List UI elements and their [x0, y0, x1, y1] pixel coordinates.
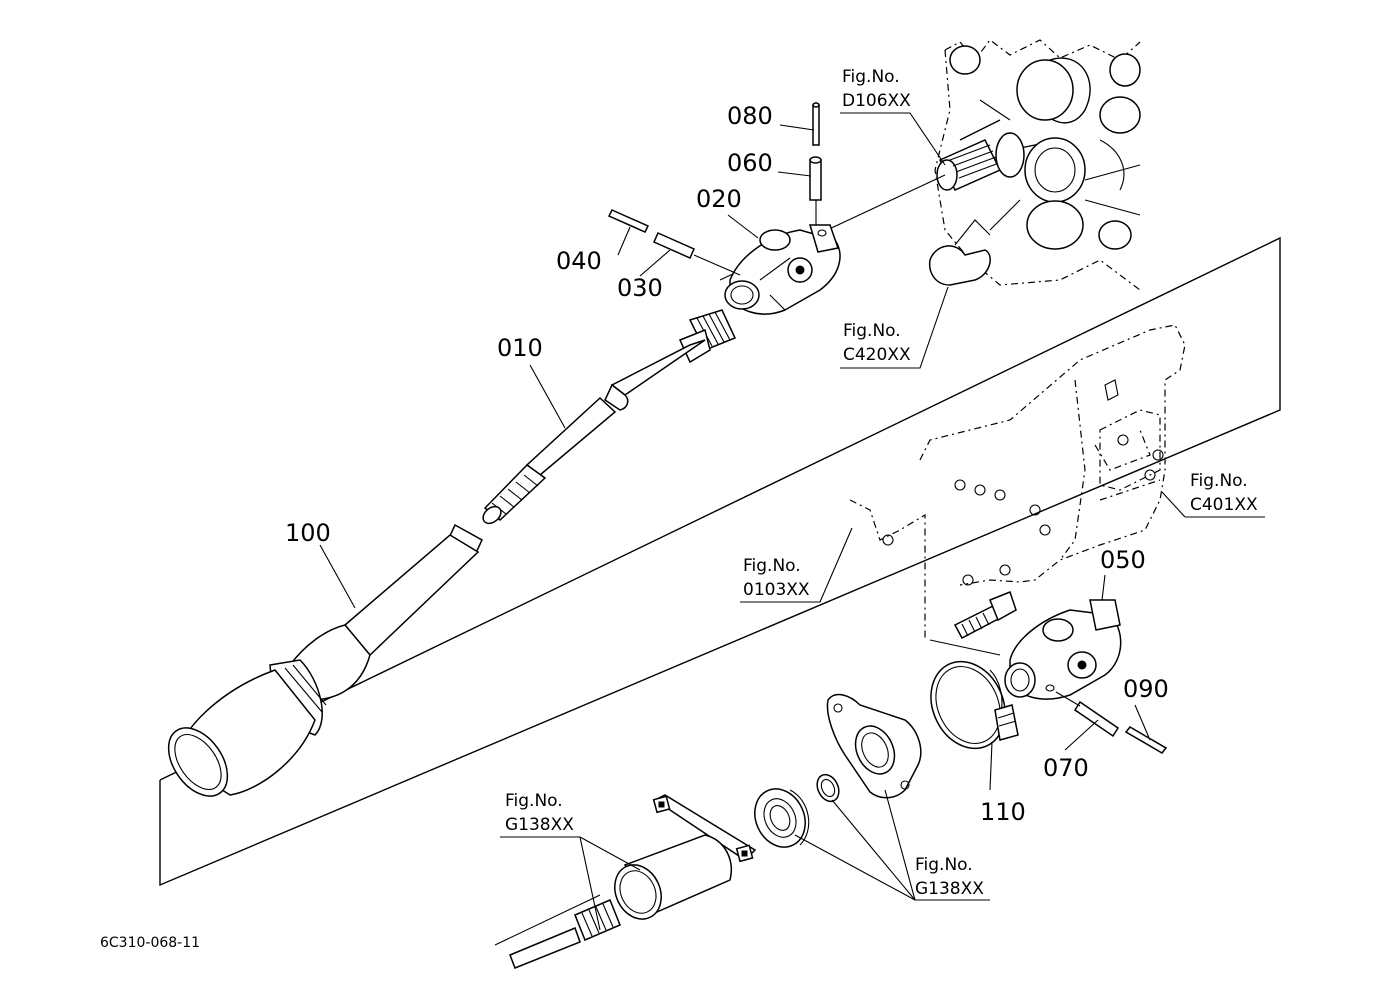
- pin-080-drawing: [812, 102, 820, 146]
- fig-ref-c420-code: C420XX: [843, 345, 911, 365]
- fig-ref-c401: Fig.No. C401XX: [1190, 471, 1258, 515]
- fig-ref-g138-left-prefix: Fig.No.: [505, 791, 563, 811]
- part-label-030: 030: [617, 274, 663, 302]
- fig-ref-c401-prefix: Fig.No.: [1190, 471, 1248, 491]
- part-label-100: 100: [285, 519, 331, 547]
- fig-ref-d106: Fig.No. D106XX: [842, 67, 911, 111]
- shaft-010-drawing: [482, 309, 737, 525]
- part-label-050: 050: [1100, 546, 1146, 574]
- fig-ref-c420-prefix: Fig.No.: [843, 321, 901, 341]
- part-label-010: 010: [497, 334, 543, 362]
- bolt-drawing: [953, 591, 1017, 640]
- part-label-020: 020: [696, 185, 742, 213]
- cover-drawing: [614, 834, 732, 920]
- part-number-labels: 080 060 020 040 030 010 100 050 090 070 …: [285, 102, 1169, 826]
- pin-alignment-line-left: [693, 254, 741, 276]
- part-label-090: 090: [1123, 675, 1169, 703]
- document-id: 6C310-068-11: [100, 935, 200, 951]
- part-label-080: 080: [727, 102, 773, 130]
- tube-100-drawing: [167, 523, 483, 797]
- hose-clamp-110-drawing: [930, 660, 1019, 750]
- pin-060-drawing: [809, 156, 822, 201]
- pin-alignment-line-right: [1055, 691, 1081, 707]
- fig-ref-g138-right-prefix: Fig.No.: [915, 855, 973, 875]
- fig-ref-d106-code: D106XX: [842, 91, 911, 111]
- part-label-110: 110: [980, 798, 1026, 826]
- fig-ref-d106-prefix: Fig.No.: [842, 67, 900, 87]
- fig-ref-c401-code: C401XX: [1190, 495, 1258, 515]
- fig-ref-0103: Fig.No. 0103XX: [743, 556, 810, 600]
- part-label-070: 070: [1043, 754, 1089, 782]
- fig-ref-g138-left: Fig.No. G138XX: [505, 791, 574, 835]
- pin-070-drawing: [1073, 700, 1120, 738]
- fig-ref-g138-right-code: G138XX: [915, 879, 984, 899]
- fig-ref-c420: Fig.No. C420XX: [843, 321, 911, 365]
- bracket-drawing: [652, 794, 757, 863]
- part-label-040: 040: [556, 247, 602, 275]
- bearing-drawing: [754, 788, 810, 848]
- pin-040-drawing: [607, 209, 650, 233]
- engine-housing-drawing: [928, 39, 1141, 291]
- pin-030-drawing: [653, 232, 695, 259]
- leader-lines: [319, 112, 1265, 931]
- pin-090-drawing: [1124, 726, 1168, 754]
- fig-ref-0103-code: 0103XX: [743, 580, 810, 600]
- universal-joint-050-drawing: [1004, 599, 1122, 700]
- universal-joint-020-drawing: [724, 224, 841, 315]
- lower-shaft-drawing: [509, 899, 621, 969]
- figure-reference-labels: Fig.No. D106XX Fig.No. C420XX Fig.No. C4…: [505, 67, 1258, 899]
- fig-ref-g138-left-code: G138XX: [505, 815, 574, 835]
- fig-ref-0103-prefix: Fig.No.: [743, 556, 801, 576]
- transmission-housing-drawing: [849, 324, 1186, 640]
- section-frame: [159, 236, 1281, 887]
- snap-ring-drawing: [816, 773, 840, 803]
- flange-plate-drawing: [826, 693, 922, 799]
- part-label-060: 060: [727, 149, 773, 177]
- fig-ref-g138-right: Fig.No. G138XX: [915, 855, 984, 899]
